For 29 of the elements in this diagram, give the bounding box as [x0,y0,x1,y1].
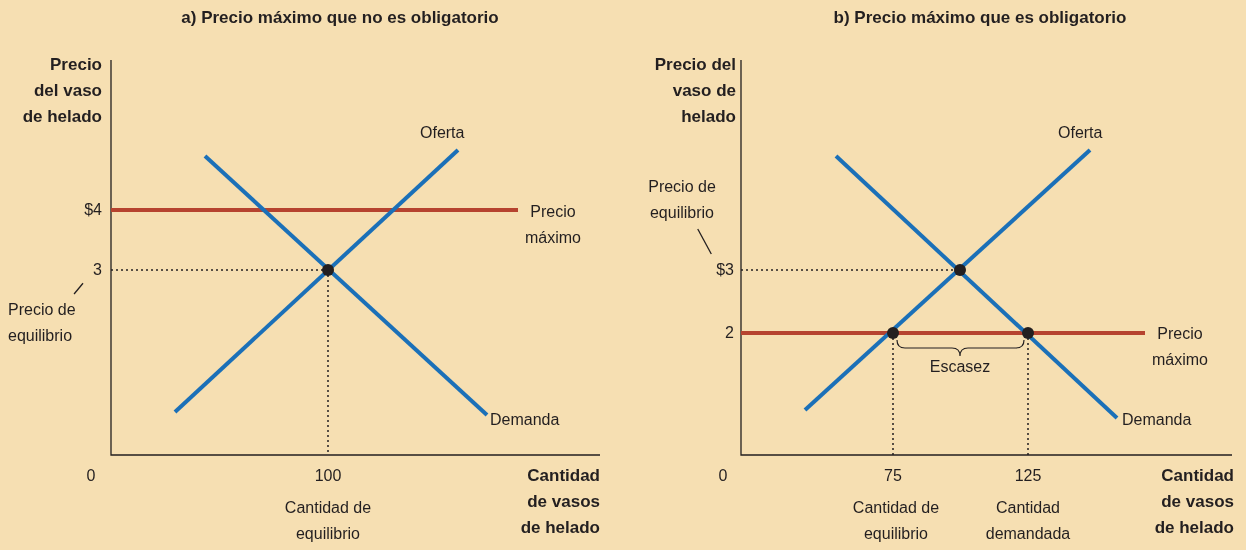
tick-label: 125 [1013,466,1043,486]
tick-label: $3 [706,257,734,283]
curve-label: Demanda [490,410,561,430]
note: Precio de equilibrio [640,174,724,226]
axis-title: Precio del vaso de helado [22,54,102,128]
panel-title: b) Precio máximo que es obligatorio [832,7,1128,29]
curve-label: Precio máximo [1151,324,1209,370]
axis-title: Cantidad de vasos de helado [1153,465,1234,539]
axis-note: Cantidad demandada [984,498,1072,544]
axis-title: Cantidad de vasos de helado [519,465,600,539]
tick-label: $4 [83,200,102,220]
panel-title: a) Precio máximo que no es obligatorio [180,7,500,29]
tick-label: 0 [85,466,97,486]
tick-label: 2 [724,323,734,343]
tick-label: 3 [86,257,102,283]
curve-label: Oferta [1058,123,1104,143]
tick-label: 75 [883,466,903,486]
axis-title: Precio del vaso de helado [654,54,736,128]
tick-label: 0 [717,466,729,486]
tick-label: 100 [313,466,343,486]
axis-note: Cantidad de equilibrio [851,498,941,544]
bracket-label: Escasez [928,357,992,377]
curve-label: Precio máximo [524,202,582,248]
leader-line [73,282,84,295]
axis-note: Cantidad de equilibrio [283,498,373,544]
note: Precio de equilibrio [8,297,92,349]
leader-line [697,228,712,255]
curve-label: Oferta [420,123,466,143]
curve-label: Demanda [1122,410,1193,430]
